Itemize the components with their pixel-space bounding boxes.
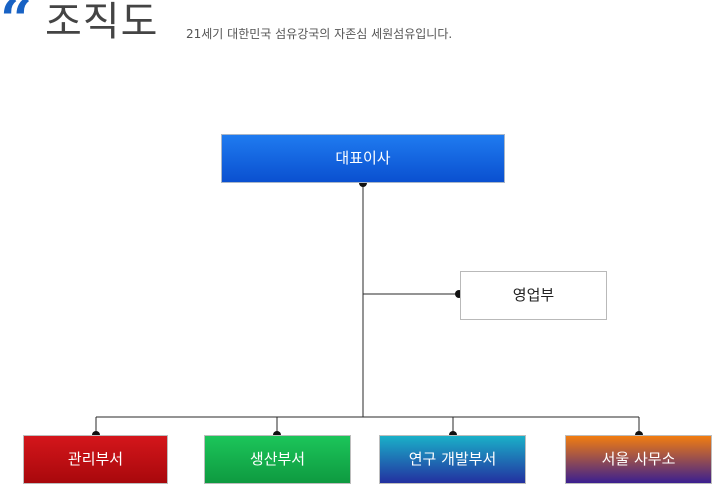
seoul-office-box: 서울 사무소 [565, 435, 712, 484]
rnd-dept-box: 연구 개발부서 [379, 435, 526, 484]
page-title: 조직도 [45, 0, 159, 45]
management-dept-box: 관리부서 [23, 435, 168, 484]
rnd-dept-label: 연구 개발부서 [408, 450, 497, 468]
page-subtitle: 21세기 대한민국 섬유강국의 자존심 세원섬유입니다. [186, 27, 453, 41]
quote-icon: “ [0, 0, 33, 53]
production-dept-box: 생산부서 [204, 435, 351, 484]
sales-dept-label: 영업부 [512, 286, 555, 304]
ceo-label: 대표이사 [335, 149, 391, 167]
sales-dept-box: 영업부 [460, 271, 607, 320]
page-header: “ 조직도 21세기 대한민국 섬유강국의 자존심 세원섬유입니다. [0, 0, 725, 50]
ceo-box: 대표이사 [221, 134, 505, 183]
management-dept-label: 관리부서 [67, 450, 124, 468]
production-dept-label: 생산부서 [249, 450, 306, 468]
seoul-office-label: 서울 사무소 [601, 450, 676, 468]
